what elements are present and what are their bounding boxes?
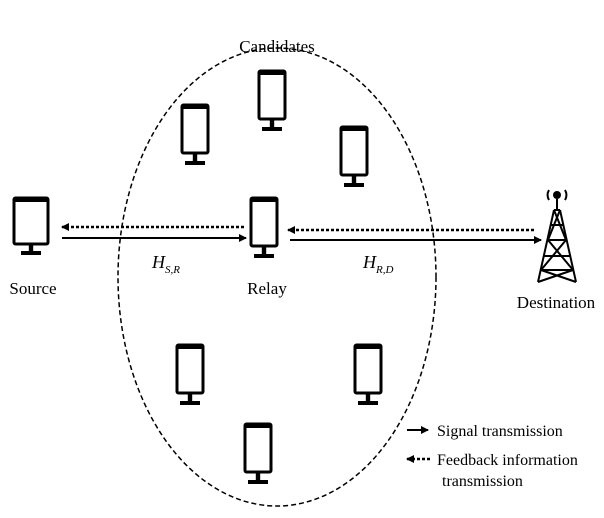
cell-tower-icon xyxy=(537,189,577,283)
legend-signal-label: Signal transmission xyxy=(437,423,563,440)
legend-feedback-label-line2: transmission xyxy=(442,473,523,490)
candidate-terminal-icon xyxy=(339,125,369,189)
legend-feedback-label-line1: Feedback information xyxy=(437,452,578,469)
candidates-label: Candidates xyxy=(239,37,315,56)
candidate-terminal-icon xyxy=(353,343,383,407)
source-terminal-icon xyxy=(12,196,50,255)
destination-label: Destination xyxy=(517,293,596,312)
channel-label-relay-destination: HR,D xyxy=(362,252,393,276)
channel-label-source-relay: HS,R xyxy=(151,252,180,276)
source-label: Source xyxy=(9,279,56,298)
candidate-terminal-icon xyxy=(180,103,210,167)
candidate-region xyxy=(117,47,437,507)
relay-label: Relay xyxy=(247,279,287,298)
candidate-terminal-icon xyxy=(257,69,287,133)
candidate-terminal-icon xyxy=(243,422,273,486)
relay-terminal-icon xyxy=(249,196,279,260)
candidate-terminal-icon xyxy=(175,343,205,407)
legend: Signal transmission Feedback information… xyxy=(406,423,578,490)
